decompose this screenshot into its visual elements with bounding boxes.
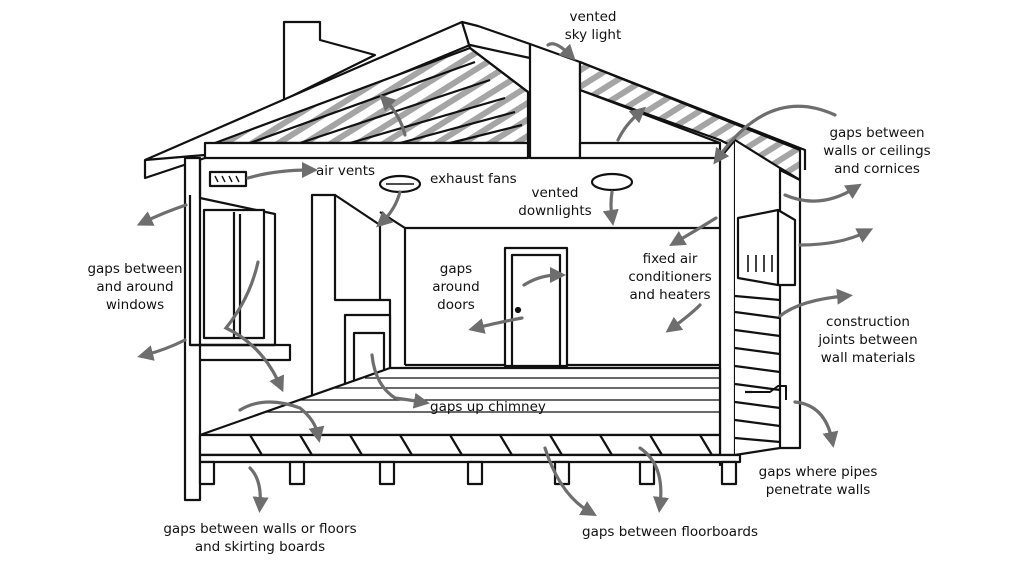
arrow-heaters [665,303,702,333]
arrow-air-vents [246,162,318,180]
skylight-shaft [528,42,582,160]
arrow-roof-right [616,106,647,142]
arrow-exhaust-fan [376,190,402,228]
arrow-door [468,316,524,334]
label-construction-joints: construction joints between wall materia… [818,314,918,366]
fireplace [310,193,392,402]
right-wall [718,138,802,467]
arrow-roof-left [379,94,407,137]
arrow-window-low [137,338,187,361]
exhaust-fan [378,174,422,194]
label-vented-sky-light: vented sky light [564,9,622,43]
arrow-window-in [223,260,285,393]
label-gaps-around-windows: gaps between and around windows [87,261,183,313]
arrow-downlight [602,190,619,226]
air-vent-grille [208,170,248,188]
label-vented-downlights: vented downlights [518,185,592,219]
arrow-skylight [546,42,576,61]
pipe-tap [745,385,787,400]
label-gaps-walls-ceilings-cornices: gaps between walls or ceilings and corni… [823,125,931,177]
label-gaps-between-floorboards: gaps between floorboards [582,524,758,540]
arrow-door-in [522,267,566,287]
house-structure [143,20,807,502]
arrow-chimney [370,353,430,409]
label-gaps-pipes-penetrate-walls: gaps where pipes penetrate walls [758,464,878,498]
downlight [590,172,634,192]
arrow-pipes [793,400,839,448]
arrow-skirting-out [248,466,269,513]
label-gaps-up-chimney: gaps up chimney [430,399,546,415]
arrow-skirting-in [238,400,325,443]
leak-arrows [136,42,874,516]
arrow-ac [798,228,874,247]
arrow-cornice-out [783,183,862,203]
label-gaps-around-doors: gaps around doors [432,261,480,313]
arrow-cornice-in [713,104,837,165]
air-conditioner-unit [736,208,797,287]
label-gaps-skirting-boards: gaps between walls or floors and skirtin… [163,521,357,555]
arrow-joints [778,288,853,318]
arrow-window-out [136,203,188,226]
arrow-ac-in [669,216,718,247]
label-air-vents: air vents [316,163,376,179]
label-exhaust-fans: exhaust fans [430,171,517,187]
door [503,246,569,368]
chimney-stack [282,20,377,102]
label-fixed-air-conditioners: fixed air conditioners and heaters [628,251,712,303]
arrow-floor-left [543,446,597,516]
floor [198,366,742,464]
arrow-floor-right [638,446,669,513]
